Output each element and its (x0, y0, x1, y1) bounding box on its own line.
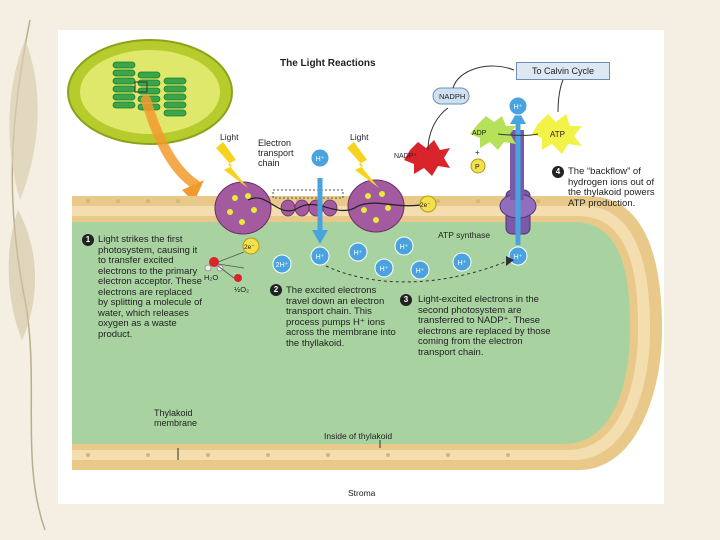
h-ion-label: H⁺ (316, 156, 325, 163)
light-reactions-diagram: H⁺ H⁺ H⁺ H⁺ H⁺ H⁺ H⁺ H⁺ H⁺ 2H⁺ Light Lig… (67, 39, 662, 498)
h-ion-label: H⁺ (400, 244, 409, 251)
adp-label: ADP (472, 130, 487, 137)
h-ion-label: H⁺ (316, 254, 325, 261)
light-label-right: Light (350, 132, 369, 142)
electron-pair-circle (419, 195, 437, 213)
h2o-label: H₂O (204, 273, 218, 282)
h-ion-label: H⁺ (354, 250, 363, 257)
step-1-text: Light strikes the first photosystem, cau… (98, 234, 203, 340)
h-ion-label: H⁺ (380, 266, 389, 273)
step-4-text: The “backflow” of hydrogen ions out of t… (568, 166, 655, 209)
electron-path-line (247, 197, 427, 212)
nadph-label: NADPH (439, 92, 465, 101)
zoom-arrow (141, 95, 201, 190)
adp-burst (470, 116, 516, 150)
atp-synthase-label: ATP synthase (438, 230, 490, 240)
phosphate-circle (470, 158, 486, 174)
calvin-cycle-box: To Calvin Cycle (516, 62, 610, 80)
phosphate-label: P (475, 164, 480, 171)
two-h-label: 2H⁺ (276, 262, 289, 269)
photosystem-one (214, 181, 272, 235)
inside-thylakoid-label: Inside of thylakoid (324, 431, 392, 441)
diagram-slide: H⁺ H⁺ H⁺ H⁺ H⁺ H⁺ H⁺ H⁺ H⁺ 2H⁺ Light Lig… (58, 30, 664, 504)
nadp-burst (404, 140, 450, 176)
chloroplast-illustration (67, 39, 233, 145)
half-o2-label: ½O₂ (234, 285, 249, 294)
background-leaf-decoration (8, 19, 46, 531)
step-1-badge: 1 (82, 234, 94, 246)
two-e-left-label: 2e⁻ (244, 244, 255, 251)
two-e-label: 2e⁻ (420, 202, 431, 209)
atp-label: ATP (550, 130, 565, 139)
light-ray-left (216, 142, 248, 188)
light-label-left: Light (220, 132, 239, 142)
photosystem-two (347, 179, 405, 233)
nadph-pill (432, 87, 470, 105)
plus-sign: + (475, 148, 480, 157)
step-2-badge: 2 (270, 284, 282, 296)
stroma-label: Stroma (348, 488, 376, 498)
electron-transport-chain-label: Electron transport chain (258, 138, 294, 168)
h-ion-label: H⁺ (416, 268, 425, 275)
step-4-badge: 4 (552, 166, 564, 178)
h-gradient-dashed-arrow (325, 259, 511, 283)
hydrogen-ions (272, 96, 528, 280)
thylakoid-membrane-label: Thylakoid membrane (154, 408, 198, 428)
nadp-plus-label: NADP⁺ (394, 153, 417, 160)
h-ion-label: H⁺ (458, 260, 467, 267)
step-3-text: Light-excited electrons in the second ph… (418, 294, 551, 358)
light-ray-right (347, 142, 379, 188)
oxygen-atom (234, 274, 242, 282)
atp-burst (532, 114, 582, 154)
h-ion-label: H⁺ (514, 254, 523, 261)
diagram-title: The Light Reactions (280, 58, 376, 69)
water-molecule (204, 257, 224, 272)
h-ion-label: H⁺ (514, 104, 523, 111)
step-2-text: The excited electrons travel down an ele… (286, 285, 396, 349)
step-3-badge: 3 (400, 294, 412, 306)
